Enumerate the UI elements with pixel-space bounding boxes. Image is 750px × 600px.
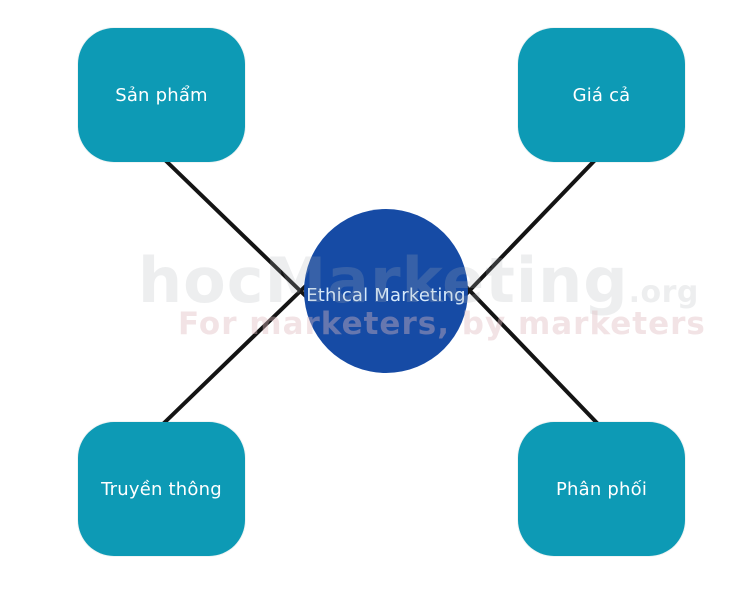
center-node-ethical-marketing: Ethical Marketing bbox=[304, 209, 468, 373]
node-truyen-thong: Truyền thông bbox=[78, 422, 245, 556]
connector-bottom-left bbox=[161, 272, 320, 426]
node-phan-phoi: Phân phối bbox=[518, 422, 685, 556]
connector-top-left bbox=[161, 156, 320, 310]
node-san-pham: Sản phẩm bbox=[78, 28, 245, 162]
node-label-gia-ca: Giá cả bbox=[572, 84, 631, 106]
node-label-phan-phoi: Phân phối bbox=[555, 478, 648, 500]
node-label-truyen-thong: Truyền thông bbox=[101, 478, 222, 500]
connector-bottom-right bbox=[445, 265, 599, 425]
connector-top-right bbox=[445, 156, 599, 316]
center-node-label: Ethical Marketing bbox=[306, 284, 466, 306]
node-label-san-pham: Sản phẩm bbox=[115, 84, 208, 106]
node-gia-ca: Giá cả bbox=[518, 28, 685, 162]
